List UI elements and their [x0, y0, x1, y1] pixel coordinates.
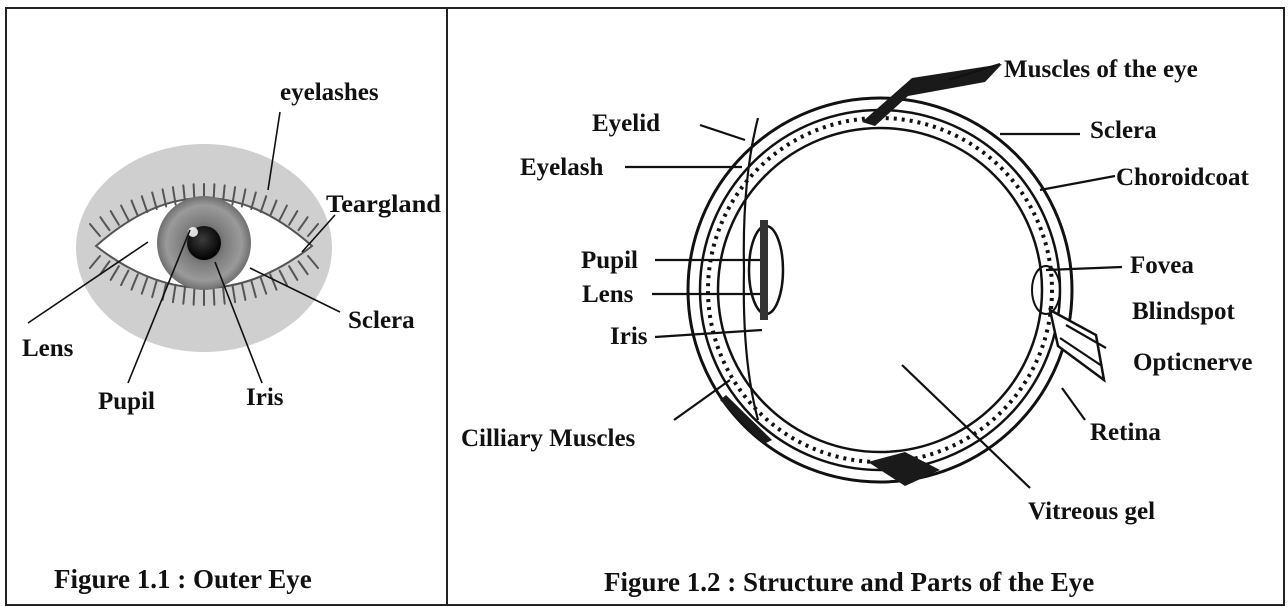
- label-choroid: Choroidcoat: [1116, 164, 1250, 191]
- optic-nerve-shape: [1050, 310, 1104, 380]
- eye-cross-section: [688, 64, 1106, 486]
- choroid-leader: [1040, 176, 1115, 190]
- fovea-blindspot-shape: [1032, 266, 1060, 314]
- lower-eyelash: [214, 287, 215, 305]
- label-pupil-outer: Pupil: [98, 388, 155, 415]
- outer-eye-illustration: [76, 144, 332, 352]
- label-blindspot: Blindspot: [1132, 298, 1236, 325]
- label-eyelid: Eyelid: [592, 110, 660, 137]
- label-iris-outer: Iris: [246, 384, 284, 411]
- label-vitreous: Vitreous gel: [1028, 498, 1155, 525]
- caption-figure-1-2: Figure 1.2 : Structure and Parts of the …: [604, 567, 1094, 597]
- label-opticnerve: Opticnerve: [1133, 349, 1252, 376]
- label-lens-outer: Lens: [22, 335, 74, 362]
- retina-leader: [1062, 388, 1085, 420]
- label-iris-cross: Iris: [610, 323, 648, 350]
- label-teargland: Teargland: [326, 191, 441, 218]
- iris-shape-cross: [760, 220, 768, 320]
- eyelid-leader: [700, 125, 745, 140]
- label-eyelash: Eyelash: [520, 154, 603, 181]
- label-fovea: Fovea: [1130, 252, 1194, 279]
- label-muscles: Muscles of the eye: [1004, 56, 1198, 83]
- label-ciliary: Cilliary Muscles: [461, 425, 636, 452]
- label-lens-cross: Lens: [582, 281, 634, 308]
- label-retina: Retina: [1090, 419, 1161, 446]
- label-sclera-cross: Sclera: [1090, 117, 1157, 144]
- label-pupil-cross: Pupil: [581, 247, 638, 274]
- label-eyelashes: eyelashes: [280, 79, 379, 106]
- lower-eyelash: [194, 287, 195, 305]
- caption-figure-1-1: Figure 1.1 : Outer Eye: [54, 564, 312, 594]
- label-sclera-outer: Sclera: [348, 307, 415, 334]
